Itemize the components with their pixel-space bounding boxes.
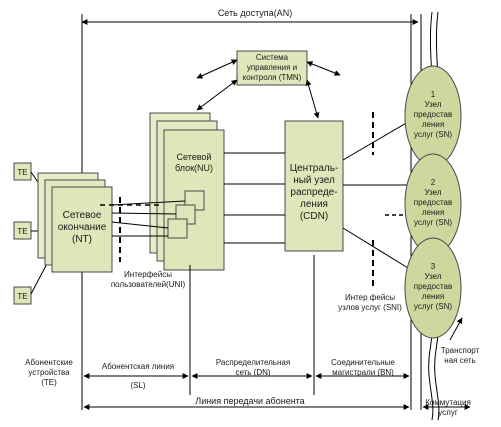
tmn-arrow-left-up — [196, 59, 238, 79]
access-network-title: Сеть доступа(AN) — [217, 8, 293, 18]
te-box-bot — [13, 286, 32, 305]
nt-label: Сетевое окончание (NT) — [57, 210, 107, 245]
subscriber-line-label: Линия передачи абонента — [195, 396, 305, 406]
cdn-label: Централь- ный узел распреде- ления (CDN) — [289, 163, 339, 222]
tmn-arrow-right-up — [306, 61, 341, 76]
te-bot-label: TE — [17, 292, 28, 301]
cdn-sn3-line — [342, 227, 409, 269]
transport-label: Транспорт ная сеть — [440, 346, 480, 365]
nu-label: Сетевой блок(NU) — [174, 152, 214, 173]
sn-oval-3 — [404, 237, 462, 339]
cdn-box — [284, 120, 344, 252]
nt-box-front — [51, 186, 113, 273]
tmn-arrow-nu — [196, 79, 238, 111]
segment-sl-label: Абонентская линия — [101, 362, 175, 371]
tmn-label: Система управления и контроля (TMN) — [242, 53, 302, 82]
switching-label: Коммутация услуг — [425, 398, 471, 417]
tmn-arrow-cdn — [305, 79, 320, 119]
nt-nu-line-1 — [111, 200, 186, 206]
nt-nu-line-2 — [111, 212, 177, 215]
segment-sl-code: (SL) — [130, 381, 146, 390]
sni-label: Интер фейсы узлов услуг (SNI) — [338, 293, 402, 312]
nt-nu-line-3 — [111, 221, 169, 229]
transport-arrow — [449, 317, 463, 341]
te-mid-label: TE — [17, 227, 28, 236]
segment-bn-label: Соединительные магистрали (BN) — [331, 358, 395, 377]
sn-label-1: 1 Узел предостав ления услуг (SN) — [413, 90, 453, 139]
tmn-box — [236, 50, 308, 86]
sn-label-3: 3 Узел предостав ления услуг (SN) — [413, 262, 453, 311]
nu-port-3 — [167, 218, 188, 239]
segment-dn-label: Распределительная сеть (DN) — [215, 358, 291, 377]
te-box-top — [13, 162, 32, 181]
uni-label: Интерфейсы пользователей(UNI) — [110, 270, 186, 289]
cdn-sn1-line — [342, 121, 409, 161]
te-top-label: TE — [17, 168, 28, 177]
segment-te-label: Абонентские устройства (TE) — [25, 358, 73, 387]
sn-label-2: 2 Узел предостав ления услуг (SN) — [413, 178, 453, 227]
